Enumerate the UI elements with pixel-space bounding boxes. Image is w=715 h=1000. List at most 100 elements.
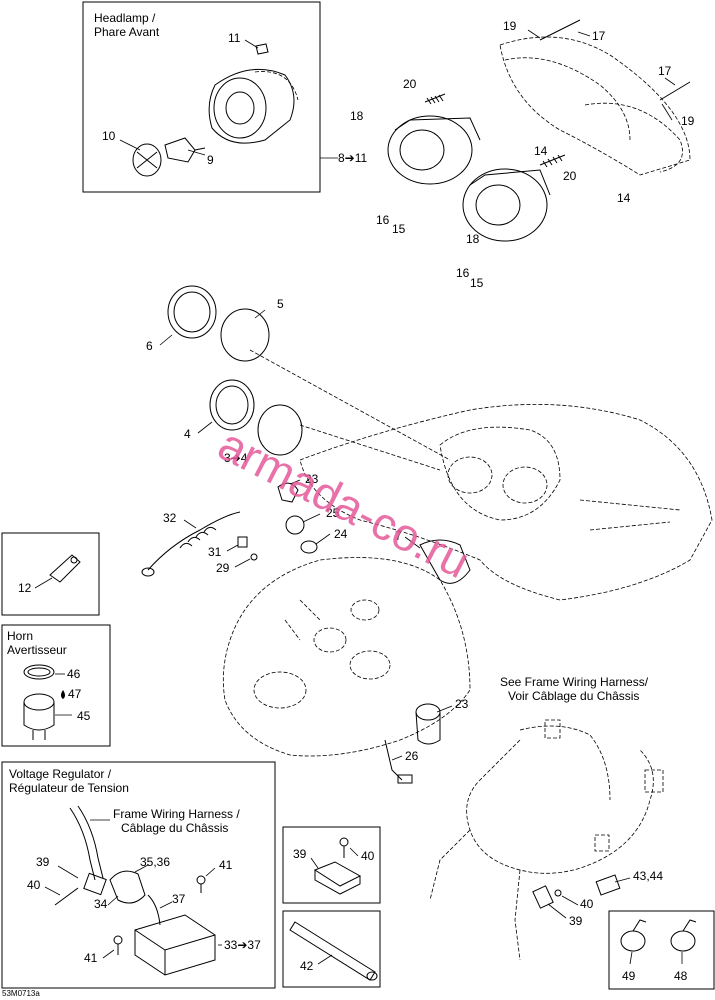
- label-17-right: 17: [658, 64, 672, 78]
- horn-title-line1: Horn: [7, 629, 33, 643]
- adjuster-spring-upper: [424, 93, 446, 105]
- label-15-upper: 15: [392, 222, 406, 236]
- gauge-bezel-6: [167, 285, 217, 339]
- label-5: 5: [277, 297, 284, 311]
- sleeve-42: [289, 921, 378, 981]
- see-frame-harness-line1: See Frame Wiring Harness/: [500, 675, 649, 689]
- label-4: 4: [184, 427, 191, 441]
- headlamp-housing: [208, 68, 299, 144]
- headlamp-title-line2: Phare Avant: [94, 25, 160, 39]
- screw-40-inset: [339, 837, 349, 858]
- label-45: 45: [77, 709, 91, 723]
- headlamp-inset-frame: [82, 1, 321, 193]
- label-47: 47: [68, 687, 82, 701]
- label-10: 10: [102, 129, 116, 143]
- voltage-regulator-title-line2: Régulateur de Tension: [9, 781, 129, 795]
- label-24: 24: [334, 527, 348, 541]
- bulb-9: [164, 137, 206, 163]
- frame-harness-inner-line2: Câblage du Châssis: [121, 821, 228, 835]
- connector-39-inset: [313, 861, 362, 895]
- label-20-lower: 20: [563, 169, 577, 183]
- label-23-switch: 23: [455, 697, 469, 711]
- figure-code: 53M0713a: [2, 989, 40, 998]
- drop-icon: [61, 690, 65, 699]
- see-frame-harness-line2: Voir Câblage du Châssis: [508, 689, 639, 703]
- label-3-to-4: 3➔4: [224, 451, 248, 465]
- clamp-inset-frame: [608, 910, 715, 990]
- horn-body-45: [23, 693, 55, 740]
- label-12: 12: [18, 581, 32, 595]
- part-42-inset-frame: [282, 910, 381, 988]
- ignition-switch-23: [415, 703, 441, 745]
- left-headlamp-unit: [387, 115, 481, 185]
- long-bolt-lower: [659, 81, 691, 101]
- headlamp-bracket-frame: [499, 36, 691, 176]
- label-17-top: 17: [592, 29, 606, 43]
- switch-25: [285, 515, 305, 535]
- label-14-right: 14: [617, 191, 631, 205]
- tether-cord-32: [141, 511, 241, 577]
- label-40-regulator: 40: [27, 878, 41, 892]
- label-39-inset: 39: [293, 847, 307, 861]
- voltage-regulator-33-37: [134, 914, 216, 976]
- screw-40-regulator: [54, 887, 79, 906]
- connector-39-40-harness: [532, 885, 562, 909]
- trim-7: [419, 539, 471, 584]
- bolt-41-lower: [113, 935, 123, 955]
- connector-43-44: [595, 874, 621, 896]
- voltage-regulator-title-line1: Voltage Regulator /: [9, 767, 112, 781]
- part-39-40-inset-frame: [282, 826, 381, 904]
- label-35-36: 35,36: [140, 855, 170, 869]
- plug-34: [109, 870, 146, 904]
- label-37: 37: [172, 892, 186, 906]
- label-43-44: 43,44: [633, 869, 663, 883]
- clamp-48: [670, 919, 697, 952]
- label-41-lower: 41: [84, 951, 98, 965]
- label-33-to-37: 33➔37: [224, 938, 261, 952]
- label-32: 32: [163, 511, 177, 525]
- label-41-upper: 41: [219, 858, 233, 872]
- label-14-mid: 14: [534, 144, 548, 158]
- label-19-right: 19: [681, 114, 695, 128]
- label-39-harness: 39: [569, 914, 583, 928]
- label-20-top: 20: [403, 77, 417, 91]
- label-18-top: 18: [350, 109, 364, 123]
- horn-gasket-46: [23, 664, 55, 680]
- part-12-inset-frame: [1, 532, 100, 616]
- harness-segment: [69, 805, 104, 881]
- connector-31: [237, 536, 248, 548]
- gauge-ring-3-4: [257, 404, 303, 456]
- label-31: 31: [208, 545, 222, 559]
- bolt-41-upper: [196, 875, 206, 893]
- watermark: armada-co.ru: [210, 418, 477, 589]
- label-34: 34: [94, 897, 108, 911]
- label-23-key: 23: [305, 472, 319, 486]
- horn-inset-frame: [1, 624, 111, 747]
- lead-26: [384, 739, 413, 784]
- headlamp-title-line1: Headlamp /: [94, 11, 156, 25]
- label-16-upper: 16: [376, 213, 390, 227]
- label-40-harness: 40: [580, 897, 594, 911]
- label-48: 48: [674, 969, 688, 983]
- label-49: 49: [622, 969, 636, 983]
- label-11-headlamp-inset: 11: [228, 31, 241, 45]
- connector-39-regulator: [83, 872, 107, 896]
- wire-lead-37: [147, 894, 161, 926]
- label-16-lower: 16: [456, 266, 470, 280]
- gauge-lens-5: [220, 308, 270, 362]
- screw-29: [250, 553, 258, 561]
- label-29: 29: [216, 561, 230, 575]
- right-headlamp-unit: [462, 168, 551, 242]
- label-40-inset: 40: [361, 849, 375, 863]
- label-39-regulator: 39: [36, 855, 50, 869]
- frame-wiring-harness: [429, 719, 664, 961]
- cable-clip-12: [49, 554, 81, 583]
- long-bolt-upper: [539, 19, 581, 41]
- clamp-49: [620, 919, 647, 952]
- label-9: 9: [207, 153, 214, 167]
- label-42: 42: [300, 959, 314, 973]
- label-19-top: 19: [503, 19, 517, 33]
- gauge-ring-4: [209, 379, 255, 431]
- key-23: [277, 482, 299, 503]
